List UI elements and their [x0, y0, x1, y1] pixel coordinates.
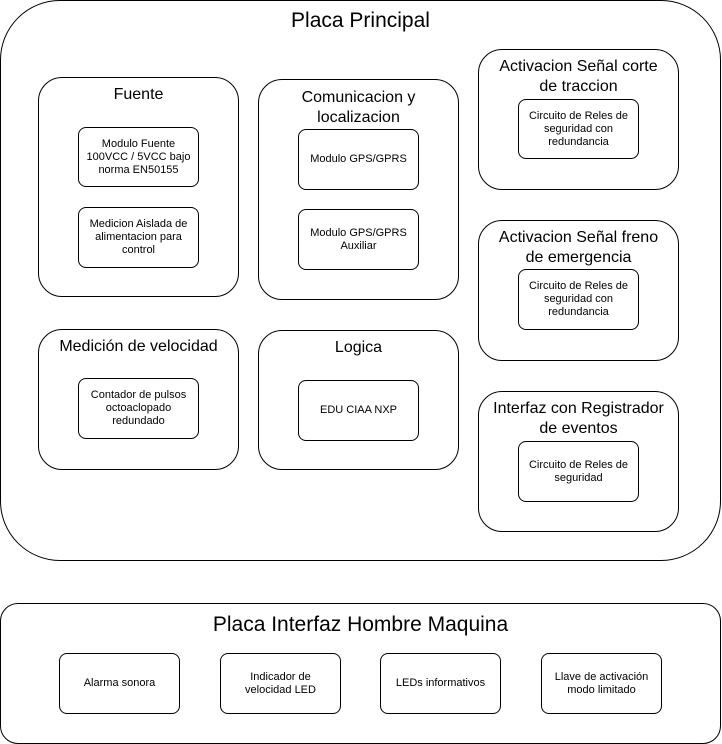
item-contador-pulsos: Contador de pulsos octoaclopado redundad… — [78, 378, 199, 439]
item-alarma-sonora: Alarma sonora — [59, 653, 180, 714]
item-leds-informativos-label: LEDs informativos — [395, 677, 486, 689]
group-fuente: Fuente — [38, 77, 239, 297]
item-reles-freno-emergencia: Circuito de Reles de seguridad con redun… — [518, 269, 639, 330]
hmi-board-title: Placa Interfaz Hombre Maquina — [212, 613, 509, 636]
item-reles-corte-traccion: Circuito de Reles de seguridad con redun… — [518, 99, 639, 159]
group-corte-traccion-title: Activacion Señal corte de traccion — [499, 58, 658, 95]
group-comunicacion-title: Comunicacion y localizacion — [301, 89, 416, 126]
item-reles-freno-emergencia-label: Circuito de Reles de seguridad con redun… — [528, 280, 629, 318]
group-freno-emergencia-title: Activacion Señal freno de emergencia — [498, 229, 659, 266]
group-registrador-eventos-title: Interfaz con Registrador de eventos — [493, 400, 664, 437]
item-llave-activacion: Llave de activación modo limitado — [541, 653, 662, 714]
item-edu-ciaa-nxp: EDU CIAA NXP — [298, 380, 419, 441]
item-reles-corte-traccion-label: Circuito de Reles de seguridad con redun… — [528, 109, 629, 148]
item-reles-registrador-label: Circuito de Reles de seguridad — [528, 458, 629, 484]
item-indicador-velocidad: Indicador de velocidad LED — [220, 653, 341, 714]
main-board-title: Placa Principal — [291, 9, 430, 32]
group-logica: Logica — [258, 330, 459, 470]
item-llave-activacion-label: Llave de activación modo limitado — [554, 670, 649, 696]
item-medicion-aislada-label: Medicion Aislada de alimentacion para co… — [89, 218, 188, 256]
item-modulo-gps-gprs-auxiliar: Modulo GPS/GPRS Auxiliar — [298, 209, 419, 270]
group-freno-emergencia: Activacion Señal freno de emergencia — [478, 220, 679, 361]
group-medicion-velocidad-title: Medición de velocidad — [59, 338, 218, 355]
item-medicion-aislada: Medicion Aislada de alimentacion para co… — [78, 207, 199, 268]
item-edu-ciaa-nxp-label: EDU CIAA NXP — [319, 404, 398, 416]
item-modulo-fuente-label: Modulo Fuente 100VCC / 5VCC bajo norma E… — [86, 137, 191, 176]
item-contador-pulsos-label: Contador de pulsos octoaclopado redundad… — [90, 389, 187, 427]
item-modulo-gps-gprs: Modulo GPS/GPRS — [298, 129, 419, 190]
group-logica-title: Logica — [334, 339, 383, 356]
item-alarma-sonora-label: Alarma sonora — [83, 677, 156, 689]
item-modulo-gps-gprs-label: Modulo GPS/GPRS — [310, 153, 407, 165]
item-indicador-velocidad-label: Indicador de velocidad LED — [245, 670, 316, 696]
item-reles-registrador: Circuito de Reles de seguridad — [518, 441, 639, 502]
item-modulo-gps-gprs-auxiliar-label: Modulo GPS/GPRS Auxiliar — [310, 226, 407, 252]
item-leds-informativos: LEDs informativos — [380, 653, 501, 714]
group-fuente-title: Fuente — [113, 86, 164, 103]
item-modulo-fuente: Modulo Fuente 100VCC / 5VCC bajo norma E… — [78, 127, 199, 187]
